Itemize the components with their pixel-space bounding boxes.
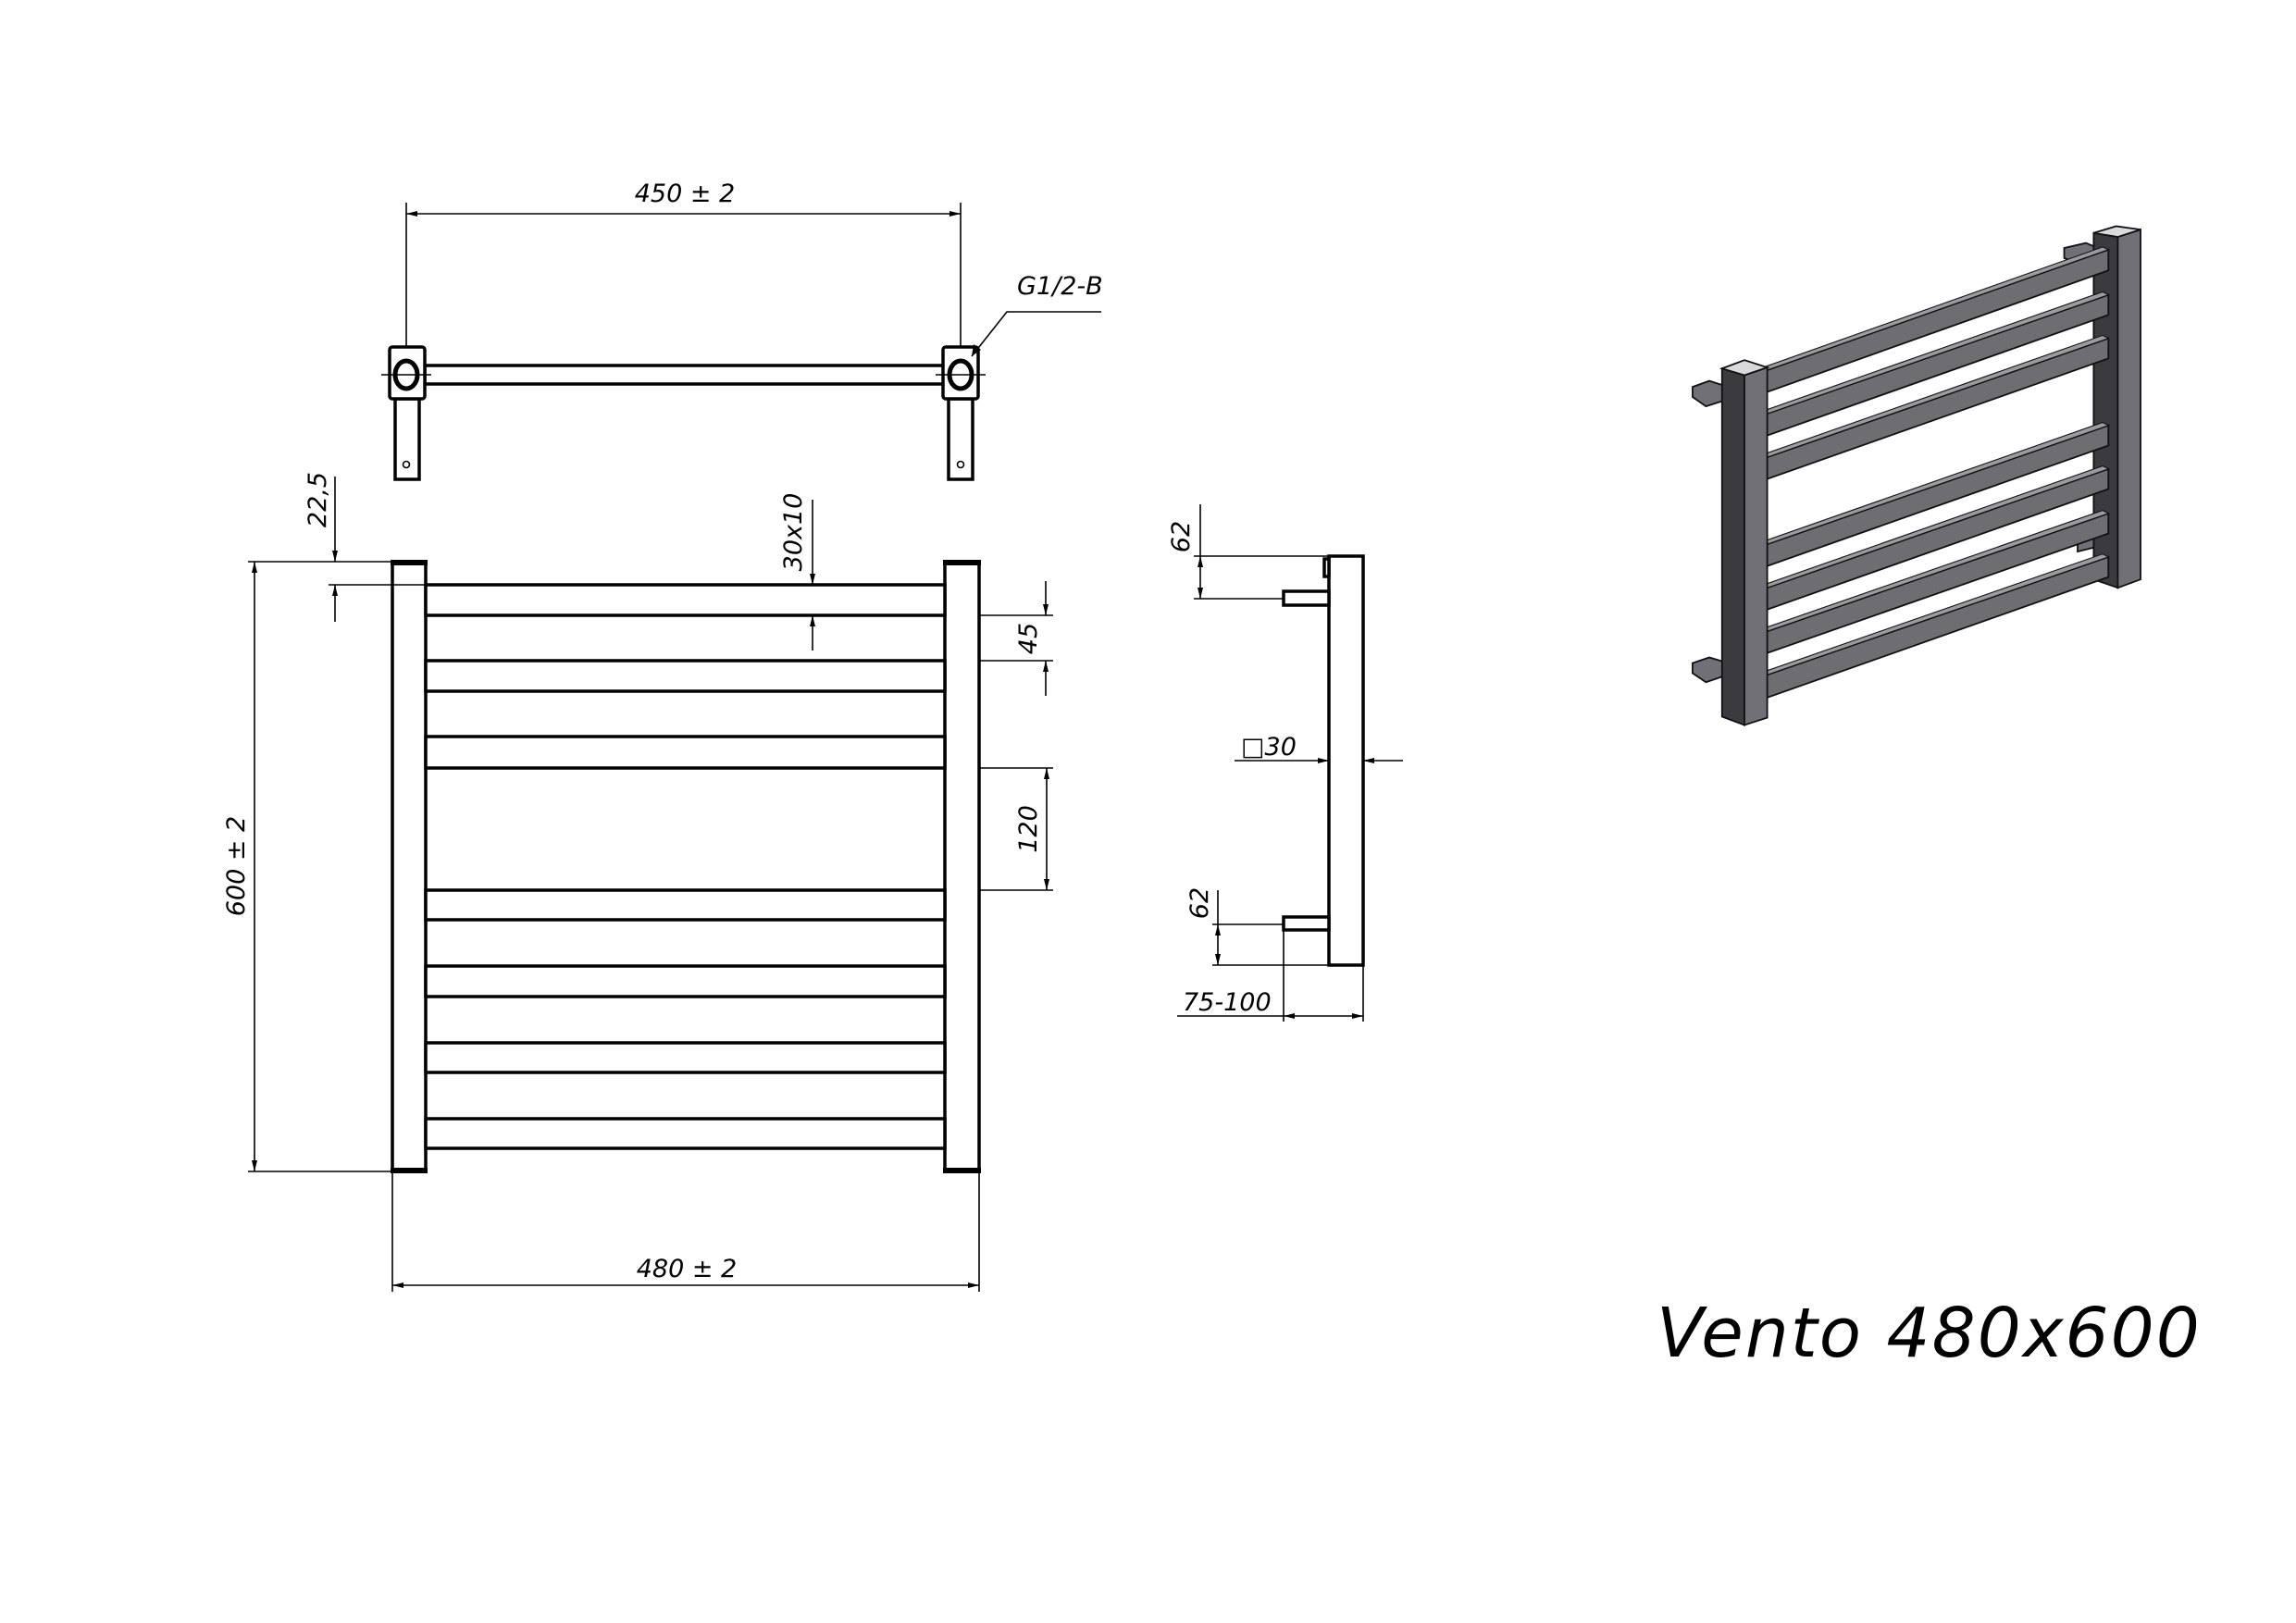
rail [424, 659, 947, 693]
dimension-label-22-5: 22,5 [304, 472, 332, 527]
top-wall-stub [1282, 589, 1331, 607]
screw-hole [402, 460, 411, 469]
rail [424, 964, 947, 998]
left-post-front [1744, 365, 1769, 726]
isometric-render [1692, 225, 2141, 726]
thread-label: G1/2-B [1017, 272, 1103, 301]
front-view: 600 ± 2 22,5 30x10 45 120 480 ± 2 [222, 472, 1053, 1292]
left-wall-stub-bottom [1692, 656, 1724, 684]
dimension-label-62-bottom: 62 [1185, 887, 1214, 919]
rails [424, 583, 947, 1150]
left-post-side [1720, 367, 1745, 726]
dimension-label-75-100: 75-100 [1183, 988, 1272, 1017]
right-post-front [2116, 228, 2141, 589]
dimension-label-45: 45 [1014, 623, 1043, 654]
right-post [943, 560, 981, 1173]
side-view: 62 62 □30 75-100 [1167, 504, 1403, 1022]
rail [424, 583, 947, 617]
leader-line [971, 311, 1101, 357]
dimension-label-30: □30 [1241, 733, 1297, 762]
rail [424, 1041, 947, 1074]
left-fitting [381, 345, 431, 481]
wall-bracket [947, 397, 974, 481]
right-post-cap [2093, 225, 2141, 238]
rail [424, 1117, 947, 1150]
top-rail [423, 364, 946, 386]
top-cap-edge [1322, 557, 1331, 578]
left-post [391, 560, 428, 1173]
screw-hole [956, 460, 965, 469]
dimension-label-120: 120 [1014, 805, 1043, 853]
rail [424, 888, 947, 922]
dimension-label-480: 480 ± 2 [637, 1255, 738, 1283]
leader-arrow [972, 344, 981, 356]
dimension-label-450: 450 ± 2 [635, 180, 736, 208]
bottom-wall-stub [1282, 915, 1331, 932]
rail [424, 735, 947, 770]
left-post-cap [1719, 359, 1770, 377]
side-post [1327, 554, 1365, 967]
left-wall-stub-top [1692, 379, 1724, 408]
dimension-label-30x10: 30x10 [779, 493, 808, 572]
rails-3d [1761, 246, 2110, 700]
dimension-label-600: 600 ± 2 [222, 816, 251, 917]
top-view: 450 ± 2 G1/2-B [381, 180, 1103, 481]
dimension-label-62-top: 62 [1167, 521, 1196, 552]
wall-bracket [393, 397, 421, 481]
product-title: Vento 480x600 [1657, 1294, 2202, 1373]
right-fitting [936, 345, 986, 481]
